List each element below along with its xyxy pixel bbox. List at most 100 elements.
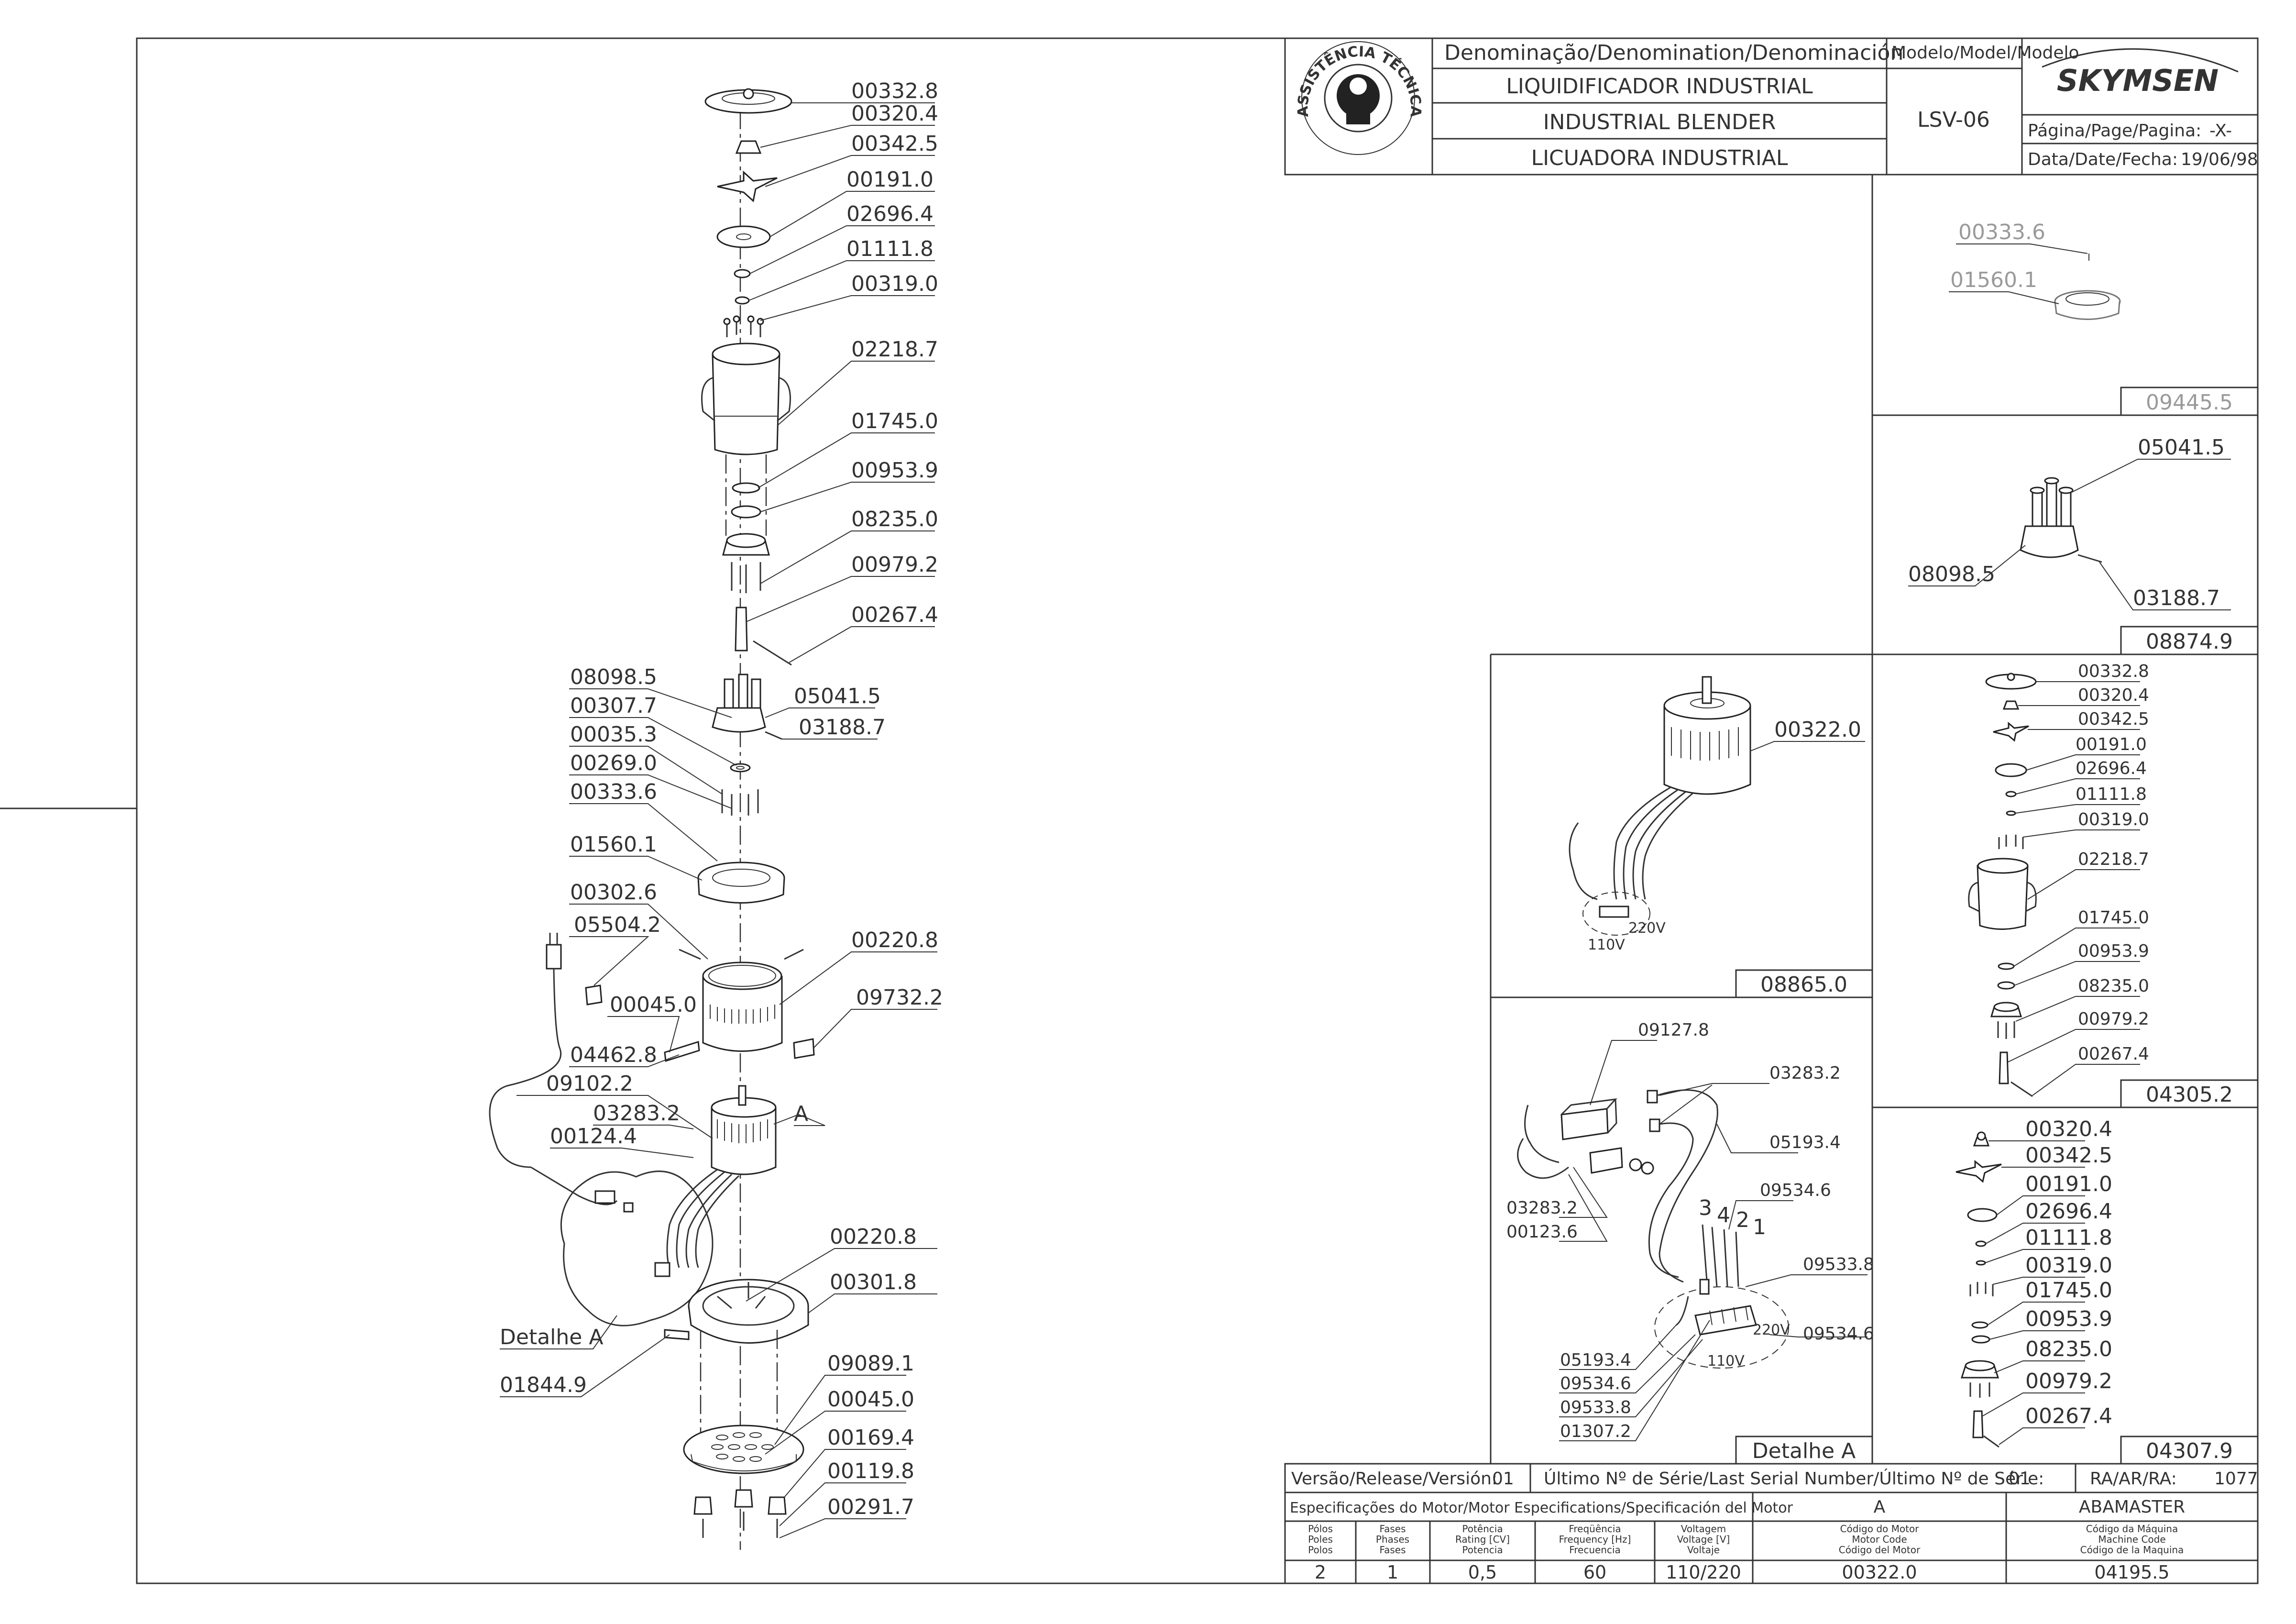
part-label: 03188.7 xyxy=(799,715,886,740)
name-es: LICUADORA INDUSTRIAL xyxy=(1531,146,1788,170)
svg-text:Fases: Fases xyxy=(1379,1544,1406,1556)
voltage-110: 110V xyxy=(1707,1353,1745,1370)
part-label: 00045.0 xyxy=(827,1387,914,1412)
svg-text:Frequency [Hz]: Frequency [Hz] xyxy=(1559,1534,1631,1545)
part-label: 00267.4 xyxy=(2025,1404,2112,1428)
part-label: 09533.8 xyxy=(1560,1398,1631,1417)
brand-swoosh xyxy=(2042,48,2239,73)
part-label: 00979.2 xyxy=(851,552,938,577)
part-label: 00191.0 xyxy=(846,167,934,192)
svg-text:Rating [CV]: Rating [CV] xyxy=(1455,1534,1510,1545)
version-label: Versão/Release/Versión: xyxy=(1291,1469,1497,1489)
kit-code: 04307.9 xyxy=(2146,1439,2233,1463)
part-label: 09732.2 xyxy=(856,985,943,1010)
small-screws xyxy=(723,315,764,337)
part-label: 00302.6 xyxy=(570,880,657,905)
svg-text:110/220: 110/220 xyxy=(1666,1562,1741,1583)
part-label: 09534.6 xyxy=(1760,1181,1831,1200)
part-label: 00267.4 xyxy=(851,603,938,627)
part-label: 00291.7 xyxy=(827,1495,914,1519)
part-label: 08235.0 xyxy=(2025,1337,2112,1361)
svg-text:Código de la Maquina: Código de la Maquina xyxy=(2080,1544,2184,1556)
svg-text:Potência: Potência xyxy=(1462,1523,1503,1535)
part-label: 01844.9 xyxy=(500,1373,587,1397)
part-label: 08098.5 xyxy=(570,665,657,689)
part-label: 00322.0 xyxy=(1774,718,1861,742)
part-label: 03283.2 xyxy=(1506,1198,1578,1218)
part-label: 00342.5 xyxy=(2025,1143,2112,1168)
motor-brand: ABAMASTER xyxy=(2079,1497,2185,1517)
kit-code: 04305.2 xyxy=(2146,1083,2233,1107)
part-label: 04462.8 xyxy=(570,1043,657,1067)
part-label: 00320.4 xyxy=(851,101,938,126)
part-label: 08235.0 xyxy=(2078,976,2149,996)
base-housing-part xyxy=(664,1279,809,1344)
part-label: 00220.8 xyxy=(830,1225,917,1249)
main-part-labels: 00332.8 00320.4 00342.5 00191.0 02696.4 … xyxy=(500,79,943,1519)
label-plate-part xyxy=(793,1038,815,1059)
kit-08865-panel: 110V 220V 00322.0 08865.0 xyxy=(1569,676,1873,998)
base-screws xyxy=(721,789,759,816)
ring-base-part xyxy=(697,862,785,904)
spec-label: Especificações do Motor/Motor Especifica… xyxy=(1290,1500,1793,1516)
serial-label: Último Nº de Série/Last Serial Number/Úl… xyxy=(1544,1469,2044,1489)
label-plate-part xyxy=(585,984,603,1005)
part-label: 00333.6 xyxy=(1958,220,2045,244)
svg-text:Frecuencia: Frecuencia xyxy=(1569,1544,1621,1556)
part-label: 01111.8 xyxy=(2076,784,2147,804)
part-label: 09102.2 xyxy=(546,1072,633,1096)
part-label: 00124.4 xyxy=(550,1124,637,1149)
part-label: 02696.4 xyxy=(846,202,934,226)
spec-values: 2 1 0,5 60 110/220 00322.0 04195.5 xyxy=(1315,1562,2170,1583)
part-label: 00119.8 xyxy=(827,1459,914,1483)
svg-text:Código del Motor: Código del Motor xyxy=(1839,1544,1921,1556)
drawing-frame xyxy=(136,37,2259,1584)
part-label: 09127.8 xyxy=(1638,1020,1709,1040)
main-exploded-view xyxy=(489,88,937,1550)
part-label: 00979.2 xyxy=(2078,1009,2149,1029)
detail-a-panel: 09127.8 03283.2 05193.4 09534.6 03283.2 … xyxy=(1506,1020,1874,1465)
part-label: 00320.4 xyxy=(2078,685,2149,705)
part-label: 00307.7 xyxy=(570,694,657,718)
part-label: 00267.4 xyxy=(2078,1044,2149,1064)
part-label: 05193.4 xyxy=(1560,1350,1631,1370)
svg-text:Polos: Polos xyxy=(1308,1544,1333,1556)
part-label: 00319.0 xyxy=(2078,810,2149,829)
svg-text:Potencia: Potencia xyxy=(1462,1544,1503,1556)
part-label: 03283.2 xyxy=(1769,1063,1841,1083)
detail-a-title: Detalhe A xyxy=(1752,1439,1856,1463)
part-label: 03283.2 xyxy=(593,1101,680,1126)
terminal-number: 3 xyxy=(1699,1196,1712,1220)
part-label: 00333.6 xyxy=(570,780,657,804)
svg-text:Voltage [V]: Voltage [V] xyxy=(1677,1534,1730,1545)
svg-text:2: 2 xyxy=(1315,1562,1326,1583)
part-label: 02218.7 xyxy=(2078,850,2149,869)
part-label: 09089.1 xyxy=(827,1351,914,1376)
svg-text:Voltagem: Voltagem xyxy=(1681,1523,1726,1535)
part-label: 02696.4 xyxy=(2025,1199,2112,1224)
part-label: 05041.5 xyxy=(794,684,881,708)
motor-a-part xyxy=(666,1085,777,1268)
model-header: Modelo/Model/Modelo xyxy=(1891,43,2079,63)
part-label: 00320.4 xyxy=(2025,1117,2112,1141)
part-label: 09534.6 xyxy=(1803,1324,1874,1344)
ra-label: RA/AR/RA: xyxy=(2090,1469,2177,1489)
svg-text:Machine Code: Machine Code xyxy=(2098,1534,2165,1545)
shaft-part xyxy=(735,607,748,652)
part-label: 00191.0 xyxy=(2076,735,2147,754)
part-label: 00191.0 xyxy=(2025,1172,2112,1196)
cup-part xyxy=(701,342,791,455)
part-label: 00332.8 xyxy=(2078,662,2149,681)
svg-text:Código da Máquina: Código da Máquina xyxy=(2086,1523,2178,1535)
part-label: 00301.8 xyxy=(830,1270,917,1294)
kit-code: 09445.5 xyxy=(2146,390,2233,415)
kit-04307-panel: 00320.4 00342.5 00191.0 02696.4 01111.8 … xyxy=(1955,1117,2259,1465)
name-en: INDUSTRIAL BLENDER xyxy=(1543,110,1776,134)
kit-code: 08865.0 xyxy=(1760,972,1847,997)
model-value: LSV-06 xyxy=(1917,108,1990,132)
part-label: 00342.5 xyxy=(2078,709,2149,729)
terminal-strip-part xyxy=(664,1041,700,1062)
svg-text:Phases: Phases xyxy=(1376,1534,1409,1545)
page-label: Página/Page/Pagina: xyxy=(2028,121,2201,141)
